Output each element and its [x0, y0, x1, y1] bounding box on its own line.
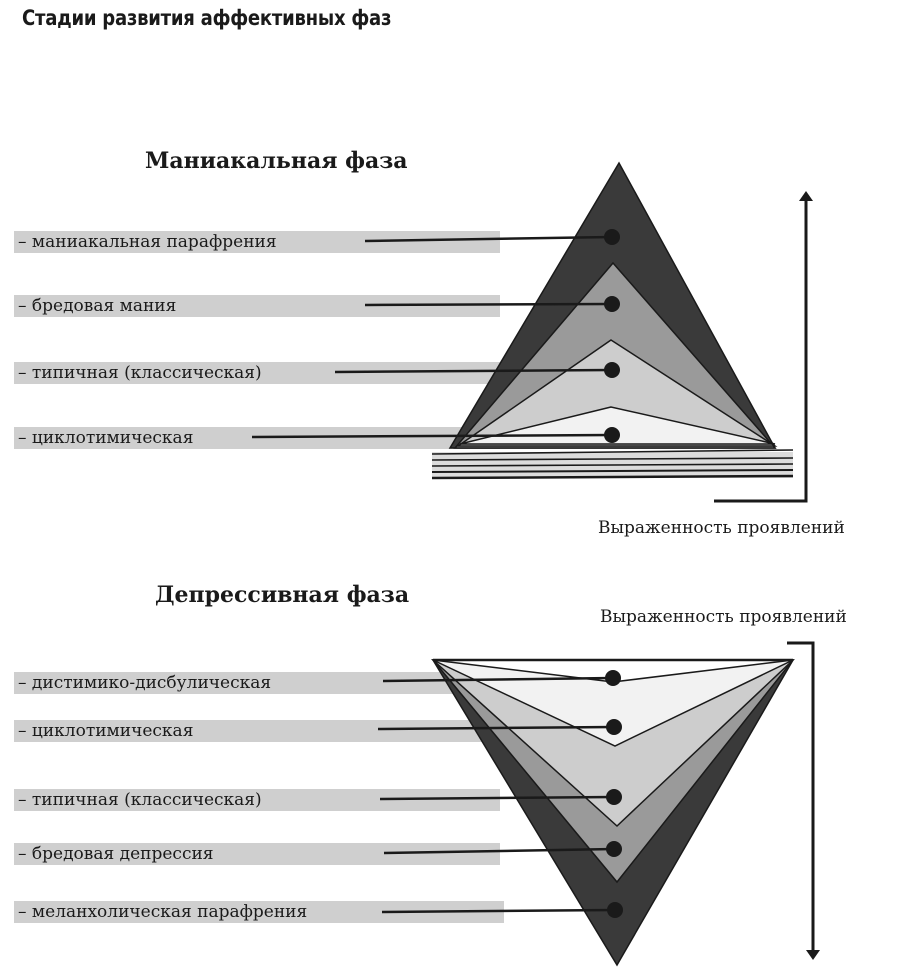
depressive-phase-title: Депрессивная фаза [155, 582, 410, 608]
depressive-marker-dot [607, 902, 623, 918]
manic-stage-label: – бредовая мания [14, 295, 500, 317]
depressive-intensity-axis [787, 641, 820, 960]
manic-axis-label: Выраженность проявлений [598, 518, 845, 538]
depressive-marker-dot [606, 841, 622, 857]
manic-pointer-line [334, 368, 613, 374]
depressive-pointer-line [379, 795, 615, 801]
depressive-pointer-line [382, 676, 614, 683]
page-title: Стадии развития аффективных фаз [22, 6, 392, 30]
depressive-marker-dot [606, 719, 622, 735]
manic-marker-dot [604, 362, 620, 378]
manic-pyramid-base [431, 449, 794, 480]
depressive-stage-label: – типичная (классическая) [14, 789, 500, 811]
manic-stage-label: – типичная (классическая) [14, 362, 500, 384]
depressive-pyramid [377, 641, 820, 967]
manic-marker-dot [604, 296, 620, 312]
manic-intensity-axis [714, 191, 813, 503]
manic-pyramid [251, 161, 813, 503]
manic-pointer-line [364, 235, 613, 243]
manic-layer-typical [455, 339, 778, 447]
manic-pointer-line [251, 433, 613, 439]
manic-stage-label: – маниакальная парафрения [14, 231, 500, 253]
depressive-pointer-line [383, 847, 615, 855]
depressive-stage-label: – меланхолическая парафрения [14, 901, 504, 923]
depressive-stage-label: – циклотимическая [14, 720, 484, 742]
manic-phase-title: Маниакальная фаза [145, 148, 408, 174]
manic-marker-dot [604, 229, 620, 245]
depressive-marker-dot [605, 670, 621, 686]
depressive-axis-label: Выраженность проявлений [600, 607, 847, 627]
depressive-stage-label: – дистимико-дисбулическая [14, 672, 484, 694]
manic-marker-dot [604, 427, 620, 443]
depressive-pointer-line [377, 725, 615, 731]
depressive-marker-dot [606, 789, 622, 805]
depressive-stage-label: – бредовая депрессия [14, 843, 500, 865]
manic-pointer-line [364, 302, 613, 307]
depressive-pointer-line [381, 908, 616, 914]
